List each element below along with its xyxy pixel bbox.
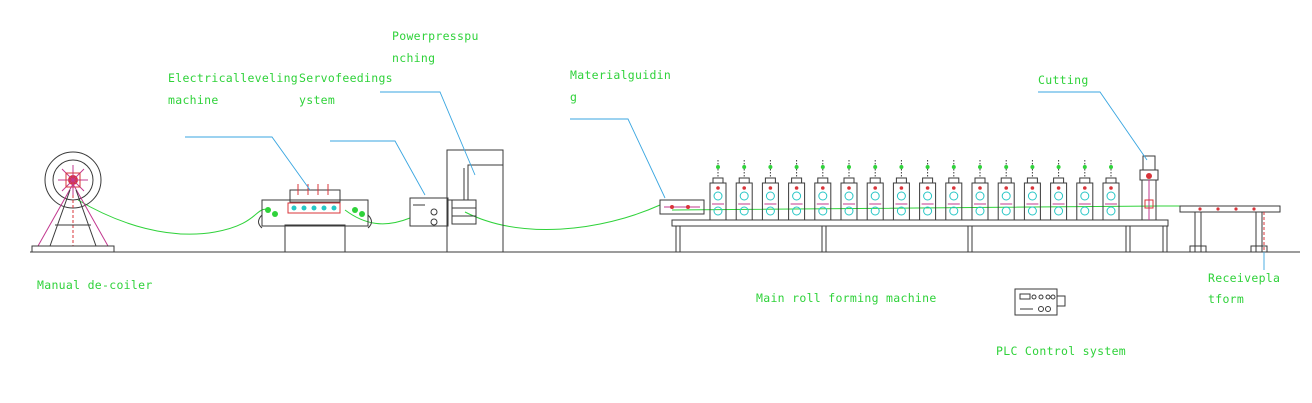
roll-station	[1076, 160, 1094, 221]
label-press-line1: Powerpresspu	[392, 29, 479, 43]
label-plc: PLC Control system	[996, 344, 1126, 358]
label-servo-line2: ystem	[299, 93, 335, 107]
roll-station	[735, 160, 753, 221]
roll-station	[1050, 160, 1068, 221]
roll-station	[1102, 160, 1120, 221]
roll-station	[971, 160, 989, 221]
roll-station	[1023, 160, 1041, 221]
leveling-machine	[258, 184, 372, 253]
leader-lines	[185, 91, 1265, 270]
decoiler	[31, 151, 115, 253]
roll-station	[919, 160, 937, 221]
roll-station	[814, 160, 832, 221]
cutting-unit	[1139, 155, 1159, 221]
roll-station	[945, 160, 963, 221]
label-receive-line1: Receivepla	[1208, 271, 1280, 285]
label-receive-line2: tform	[1208, 292, 1244, 306]
roll-station	[709, 160, 727, 221]
label-decoiler: Manual de-coiler	[37, 278, 153, 292]
receive-platform	[1179, 205, 1281, 253]
label-cutting: Cutting	[1038, 73, 1089, 87]
label-guiding-line1: Materialguidin	[570, 68, 671, 82]
power-press	[446, 149, 504, 253]
material-strip	[77, 199, 1280, 235]
label-servo-line1: Servofeedings	[299, 71, 393, 85]
plc-control-box	[1014, 288, 1066, 316]
material-guiding	[659, 199, 705, 215]
label-leveling-line2: machine	[168, 93, 219, 107]
label-leveling-line1: Electricalleveling	[168, 71, 298, 85]
roll-station	[840, 160, 858, 221]
label-press-line2: nching	[392, 51, 435, 65]
roll-station	[866, 160, 884, 221]
label-roll-forming: Main roll forming machine	[756, 291, 937, 305]
roll-station	[997, 160, 1015, 221]
servo-feeder	[409, 197, 449, 227]
roll-station	[892, 160, 910, 221]
label-guiding-line2: g	[570, 90, 577, 104]
roll-station	[761, 160, 779, 221]
roll-forming-machine	[671, 160, 1169, 253]
roll-station	[788, 160, 806, 221]
